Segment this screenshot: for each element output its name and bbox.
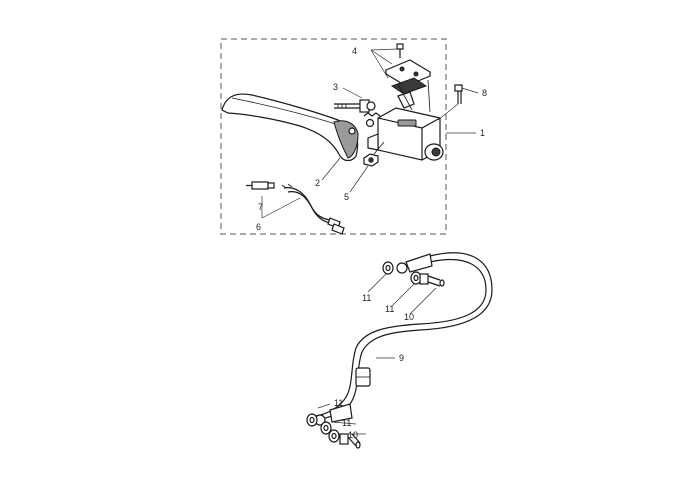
callout-8: 8	[482, 88, 487, 98]
callout-2: 2	[315, 178, 320, 188]
pivot-bolt[interactable]	[334, 99, 376, 113]
leader-lines	[261, 48, 476, 435]
brake-hose[interactable]	[314, 252, 493, 426]
lower-banjo-assembly[interactable]	[306, 413, 361, 449]
callout-3: 3	[333, 82, 338, 92]
callout-11-upper-right: 11	[385, 304, 394, 314]
assembly-boundary	[220, 38, 447, 235]
callout-11-upper-left: 11	[362, 293, 371, 303]
callout-6: 6	[256, 222, 261, 232]
master-cylinder-body[interactable]	[367, 107, 444, 161]
callout-11-lower-top: 11	[334, 398, 343, 408]
callout-4: 4	[352, 46, 357, 56]
reservoir-cap-set[interactable]	[384, 43, 432, 113]
callout-10-lower: 10	[348, 430, 358, 440]
callout-10-upper: 10	[404, 312, 414, 322]
callout-9: 9	[399, 353, 404, 363]
callout-5: 5	[344, 192, 349, 202]
screw-part-8[interactable]	[437, 84, 479, 121]
nut-part-5[interactable]	[363, 141, 385, 167]
callout-11-lower-bottom: 11	[342, 418, 351, 428]
callout-7: 7	[258, 202, 263, 212]
upper-banjo-assembly[interactable]	[382, 261, 445, 287]
callout-1: 1	[480, 128, 485, 138]
adjuster-spring[interactable]	[363, 112, 381, 128]
brake-lever[interactable]	[221, 93, 359, 162]
brake-light-switch[interactable]	[246, 181, 345, 235]
